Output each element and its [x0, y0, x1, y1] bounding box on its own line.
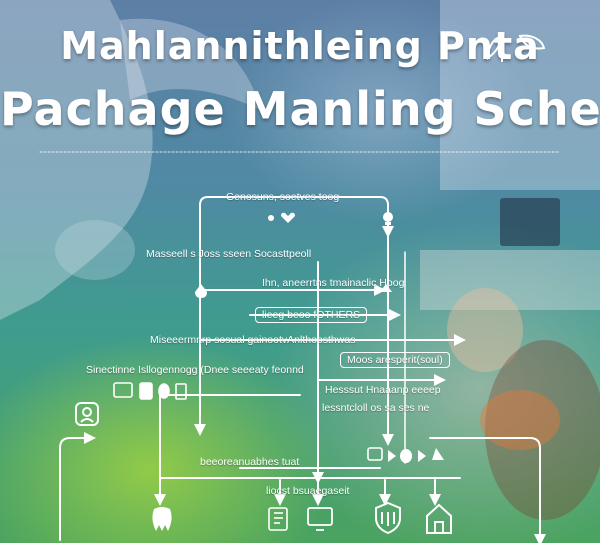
- top-loop: [199, 196, 394, 238]
- book-icon: [268, 507, 288, 531]
- label-left-1: Sinectinne Isllogennogg (Dnee seeeaty fe…: [86, 364, 304, 376]
- label-mid-1: Ihn, aneerrtns tmainaclic Hoog: [262, 277, 405, 289]
- label-mid-2: lieeg beoo fOTHERS: [255, 307, 368, 323]
- right-loop: [429, 437, 546, 543]
- truck-icon: [367, 447, 444, 463]
- label-right-2: Hesssut Hnaaanp eeeep: [325, 384, 441, 396]
- label-right-3: lessntcloll os sa ses ne: [322, 402, 430, 414]
- monitor-icon: [113, 382, 187, 400]
- shield-icon: [375, 501, 401, 535]
- heart-icon: [268, 212, 295, 223]
- label-top: Genosuns, soetves toog: [226, 191, 340, 203]
- label-top-right: Masseell s Joss sseen Socasttpeoll: [146, 248, 312, 260]
- title-line-2: Pachage Manling Scheme: [0, 82, 600, 136]
- tv-icon: [307, 507, 333, 531]
- label-bottom-1: beeoreanuabhes tuat: [200, 456, 300, 468]
- id-card-icon: [75, 402, 99, 426]
- label-long-1: Miseeermnrp sosual gainootvAnlthoosthwas: [150, 334, 356, 346]
- bulb-icon: [383, 212, 393, 225]
- left-loop: [59, 432, 96, 541]
- label-bottom-2: liocst bsuaegaseit: [266, 485, 350, 497]
- arrow-up-icon: [380, 284, 392, 292]
- label-right-1: Moos aresperit(soul): [340, 352, 450, 368]
- title-line-1: Mahlannithleing Pnta: [60, 24, 540, 68]
- leaf-sprout-icon: [486, 34, 546, 62]
- drop-icon: [195, 284, 207, 298]
- tooth-icon: [152, 507, 172, 531]
- house-icon: [426, 503, 452, 534]
